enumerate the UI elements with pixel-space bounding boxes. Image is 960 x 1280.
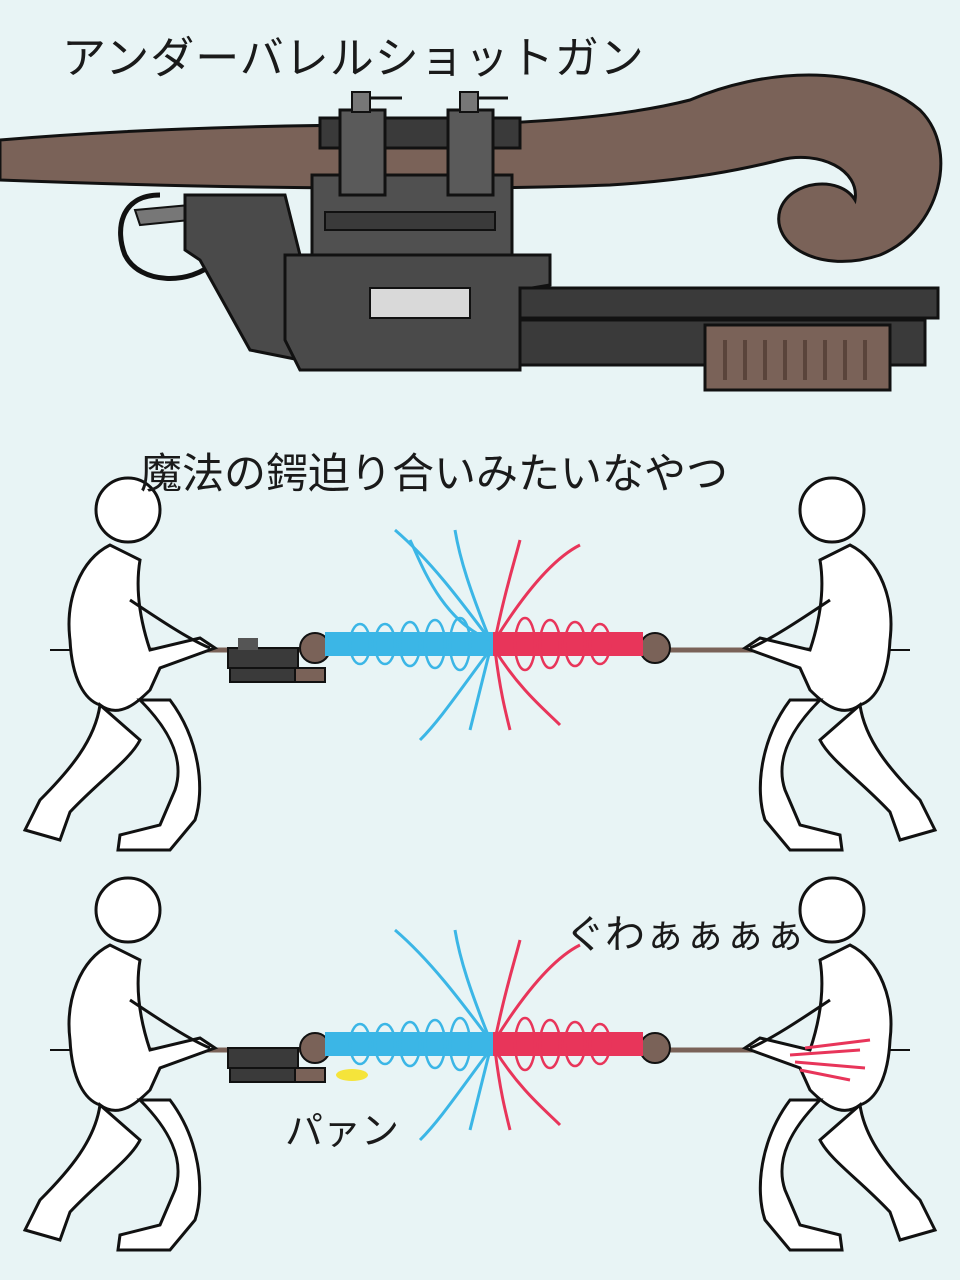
magic-duel-panel [23, 476, 937, 852]
title-underbarrel-shotgun: アンダーバレルショットガン [62, 33, 645, 84]
shotgun-shot-panel [23, 876, 937, 1252]
wand-shotgun-illustration [0, 73, 943, 392]
scream-caption: ぐわぁぁぁぁ [565, 912, 805, 958]
mini-shotgun-2 [227, 1047, 326, 1083]
blue-beam [325, 632, 493, 656]
red-beam [493, 632, 643, 656]
shotgun-grip [183, 193, 302, 362]
muzzle-flash [336, 1069, 368, 1081]
subtitle-magic-clash: 魔法の鍔迫り合いみたいなやつ [140, 449, 729, 498]
shotgun-pump [703, 323, 892, 392]
left-figure-2 [23, 876, 217, 1252]
shotgun-barrel [518, 286, 940, 320]
hit-splash [789, 1038, 871, 1082]
left-figure [23, 476, 217, 852]
right-figure [743, 476, 937, 852]
mini-shotgun [227, 638, 326, 683]
gunshot-caption: パァン [285, 1109, 400, 1153]
